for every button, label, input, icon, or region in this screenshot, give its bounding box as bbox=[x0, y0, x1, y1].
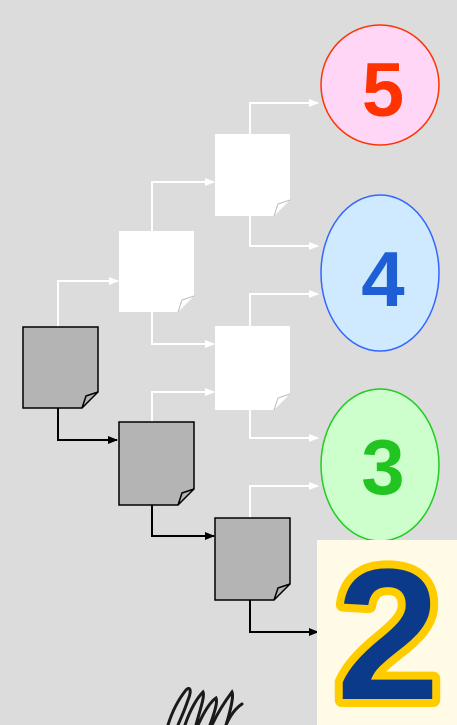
connector-g1-g2 bbox=[58, 408, 117, 440]
document-white-1 bbox=[119, 231, 194, 312]
circle-node-3: 3 bbox=[321, 389, 439, 541]
badge-node-2: 2 2 bbox=[317, 529, 457, 725]
connector-w3-c5 bbox=[250, 103, 318, 134]
circle-3-label: 3 bbox=[361, 423, 404, 511]
connector-g2-g3 bbox=[152, 505, 214, 536]
connector-g3-badge bbox=[250, 600, 318, 632]
circle-node-4: 4 bbox=[321, 195, 439, 351]
hand-drawn-scribble-icon bbox=[168, 688, 242, 725]
badge-2-label: 2 bbox=[335, 529, 441, 725]
connector-g3-c3 bbox=[250, 486, 318, 518]
connector-g1-w1 bbox=[58, 281, 118, 327]
document-gray-1 bbox=[23, 327, 98, 408]
connector-w1-w3 bbox=[152, 182, 214, 233]
document-gray-2 bbox=[119, 422, 194, 505]
document-gray-3 bbox=[215, 518, 290, 600]
connector-w1-w2 bbox=[152, 312, 214, 344]
connector-w3-c4-a bbox=[250, 216, 318, 246]
circle-5-label: 5 bbox=[362, 48, 404, 133]
document-white-2 bbox=[215, 326, 290, 410]
circle-node-5: 5 bbox=[321, 25, 439, 145]
circle-4-label: 4 bbox=[361, 235, 404, 323]
document-white-3 bbox=[215, 134, 290, 216]
connector-g2-w2 bbox=[152, 392, 214, 422]
connector-w2-c3 bbox=[250, 410, 318, 438]
connector-w2-c4-b bbox=[250, 294, 318, 326]
